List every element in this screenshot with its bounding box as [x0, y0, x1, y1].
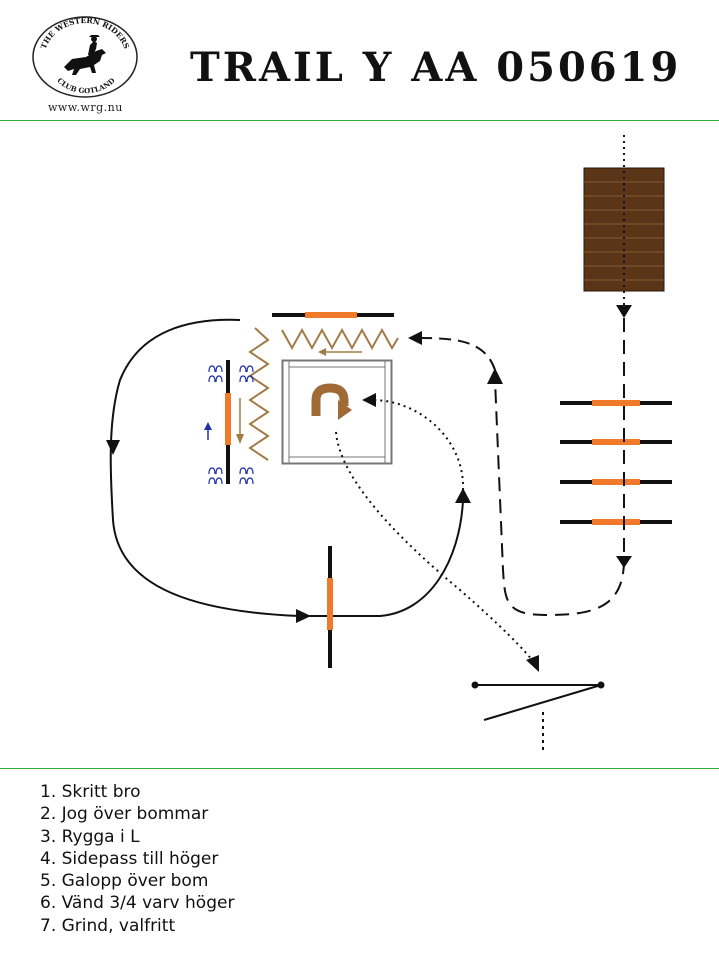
turn-approach-arrow-icon	[362, 393, 376, 407]
sidepass-up-arrow-icon	[204, 422, 212, 440]
hoofprint-icon	[208, 365, 223, 383]
step-item: 1. Skritt bro	[40, 782, 141, 802]
gate-approach-path	[335, 431, 537, 666]
lope-right-arrow-icon	[296, 609, 311, 623]
sidepass-pole	[225, 360, 231, 484]
lope-up-arrow-icon	[455, 488, 471, 503]
pole-4	[560, 519, 672, 525]
bridge-obstacle	[583, 167, 665, 292]
step-item: 3. Rygga i L	[40, 826, 140, 847]
step-list: 1. Skritt bro 2. Jog över bommar 3. Rygg…	[40, 781, 440, 937]
pole-3	[560, 479, 672, 485]
backing-zigzag-vertical	[248, 327, 270, 461]
backing-zigzag-horizontal	[281, 327, 399, 351]
backing-down-arrow-icon	[236, 398, 244, 444]
pole-1	[560, 400, 672, 406]
gate-approach-arrow-icon	[526, 655, 539, 672]
hoofprint-icon	[208, 467, 223, 485]
jog-poles	[560, 400, 672, 525]
entry-arrow-icon	[616, 305, 632, 318]
step-item: 2. Jog över bommar	[40, 804, 209, 825]
gate-obstacle	[471, 681, 605, 752]
site-url: www.wrg.nu	[48, 101, 123, 114]
step-item: 4. Sidepass till höger	[40, 848, 219, 869]
hoofprint-icon	[239, 467, 254, 485]
lope-pole	[327, 546, 333, 668]
back-approach-path	[417, 337, 496, 371]
step-item: 7. Grind, valfritt	[40, 915, 176, 936]
turn-right-arrow-icon	[311, 383, 352, 420]
hoofprints	[208, 365, 254, 485]
backing-direction-arrow-icon	[318, 348, 362, 356]
rider-icon	[64, 35, 106, 75]
step-item: 6. Vänd 3/4 varv höger	[40, 893, 235, 914]
pole-2	[560, 439, 672, 445]
top-divider	[0, 120, 719, 121]
jog-arrow-down-icon	[616, 556, 632, 568]
club-logo: THE WESTERN RIDERS CLUB GOTLAND	[32, 16, 138, 98]
bottom-divider	[0, 768, 719, 769]
step-item: 5. Galopp över bom	[40, 871, 209, 892]
jog-path	[494, 318, 625, 617]
hoofprint-icon	[239, 365, 254, 383]
turn-box	[281, 359, 393, 465]
back-l-top-rail	[272, 312, 394, 318]
jog-arrow-up-icon	[487, 368, 503, 384]
lope-path	[109, 318, 464, 617]
lope-down-arrow-icon	[106, 440, 120, 455]
back-approach-arrow-icon	[408, 331, 422, 345]
page-title: TRAIL Y AA 050619	[190, 44, 682, 91]
